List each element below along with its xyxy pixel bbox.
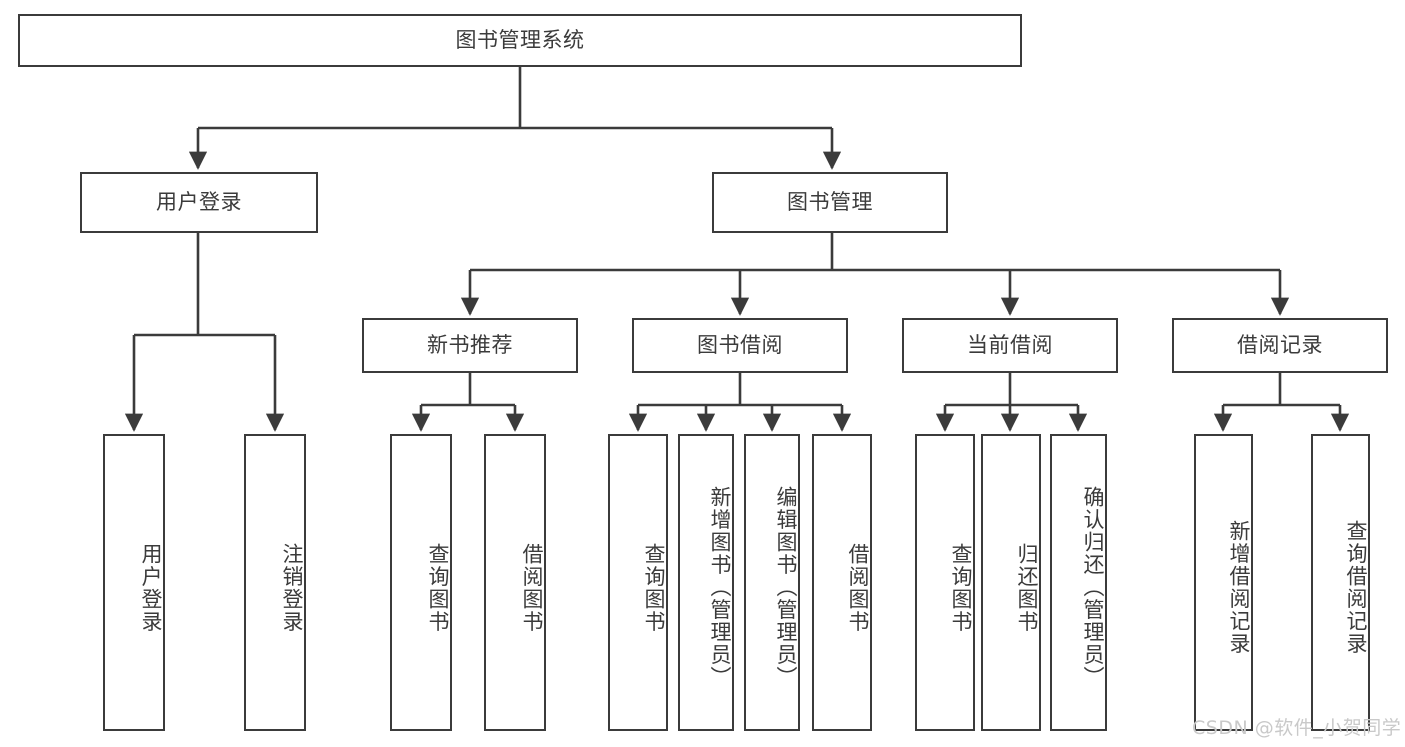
node-leaf-br-query-record-label: 查询借阅记录: [1344, 520, 1368, 655]
node-borrow-record[interactable]: 借阅记录: [1172, 318, 1388, 373]
node-leaf-br-query-record[interactable]: 查询借阅记录: [1311, 434, 1370, 731]
node-new-book-recommend-label: 新书推荐: [427, 332, 513, 357]
node-book-borrow[interactable]: 图书借阅: [632, 318, 848, 373]
node-leaf-nb-query-book[interactable]: 查询图书: [390, 434, 452, 731]
node-leaf-br-add-record-label: 新增借阅记录: [1227, 520, 1251, 655]
node-book-manage-label: 图书管理: [787, 189, 873, 214]
node-root-system-label: 图书管理系统: [455, 27, 585, 52]
node-leaf-cb-query-book-label: 查询图书: [949, 542, 973, 633]
node-leaf-bb-add-book-label: 新增图书（管理员）: [708, 486, 732, 689]
node-leaf-bb-edit-book-label: 编辑图书（管理员）: [774, 486, 798, 689]
node-current-borrow[interactable]: 当前借阅: [902, 318, 1118, 373]
node-leaf-bb-query-book[interactable]: 查询图书: [608, 434, 668, 731]
node-borrow-record-label: 借阅记录: [1237, 332, 1323, 357]
node-user-login[interactable]: 用户登录: [80, 172, 318, 233]
node-leaf-cb-return-book-label: 归还图书: [1015, 542, 1039, 633]
node-leaf-cb-query-book[interactable]: 查询图书: [915, 434, 975, 731]
node-leaf-nb-query-book-label: 查询图书: [426, 542, 450, 633]
node-leaf-user-login[interactable]: 用户登录: [103, 434, 165, 731]
node-new-book-recommend[interactable]: 新书推荐: [362, 318, 578, 373]
node-current-borrow-label: 当前借阅: [967, 332, 1053, 357]
node-leaf-br-add-record[interactable]: 新增借阅记录: [1194, 434, 1253, 731]
node-leaf-cb-confirm-return[interactable]: 确认归还（管理员）: [1050, 434, 1107, 731]
node-leaf-cb-confirm-return-label: 确认归还（管理员）: [1081, 486, 1105, 689]
node-leaf-bb-borrow-book-label: 借阅图书: [846, 542, 870, 633]
node-root-system[interactable]: 图书管理系统: [18, 14, 1022, 67]
node-leaf-bb-add-book[interactable]: 新增图书（管理员）: [678, 434, 734, 731]
node-leaf-bb-query-book-label: 查询图书: [642, 542, 666, 633]
node-leaf-bb-borrow-book[interactable]: 借阅图书: [812, 434, 872, 731]
node-user-login-label: 用户登录: [156, 189, 242, 214]
node-leaf-cb-return-book[interactable]: 归还图书: [981, 434, 1041, 731]
node-leaf-logout[interactable]: 注销登录: [244, 434, 306, 731]
node-leaf-nb-borrow-book[interactable]: 借阅图书: [484, 434, 546, 731]
csdn-watermark: CSDN @软件_小贺同学: [1192, 717, 1402, 739]
node-book-borrow-label: 图书借阅: [697, 332, 783, 357]
node-leaf-nb-borrow-book-label: 借阅图书: [520, 542, 544, 633]
node-leaf-logout-label: 注销登录: [280, 542, 304, 633]
node-book-manage[interactable]: 图书管理: [712, 172, 948, 233]
node-leaf-user-login-label: 用户登录: [139, 542, 163, 633]
node-leaf-bb-edit-book[interactable]: 编辑图书（管理员）: [744, 434, 800, 731]
